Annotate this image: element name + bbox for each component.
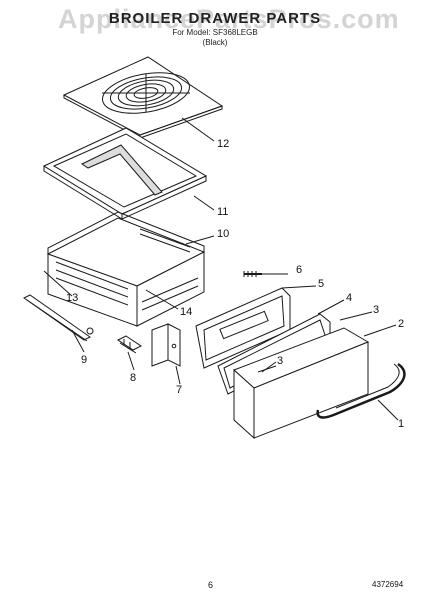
leader-lines [43, 117, 399, 421]
watermark: AppliancePartsPros.com [58, 4, 400, 34]
mounting-bracket [151, 323, 181, 367]
page-number: 6 [208, 580, 214, 590]
inner-frame-panel [195, 287, 291, 369]
broiler-pan-grid [62, 56, 224, 139]
diagram-subnote: (Black) [202, 38, 228, 47]
callout-1: 1 [398, 418, 405, 430]
broiler-pan [42, 127, 208, 220]
callout-6: 6 [296, 264, 303, 276]
callout-13: 13 [66, 292, 79, 304]
drawer-body [46, 211, 206, 327]
screw [243, 271, 262, 277]
drawer-slide-rail [23, 294, 94, 342]
callout-5: 5 [318, 278, 325, 290]
callout-3-right: 3 [373, 304, 380, 316]
document-number: 4372694 [372, 580, 404, 589]
callout-2: 2 [398, 318, 405, 330]
diagram-subtitle: For Model: SF368LEGB [172, 28, 258, 37]
callout-10: 10 [217, 228, 230, 240]
callout-12: 12 [217, 138, 230, 150]
drawer-handle [316, 362, 406, 419]
callout-9: 9 [81, 354, 88, 366]
callout-3-left: 3 [277, 355, 284, 367]
outer-door-panel [233, 327, 370, 440]
callout-4: 4 [346, 292, 353, 304]
diagram-title: BROILER DRAWER PARTS [108, 10, 322, 27]
callout-14: 14 [180, 306, 193, 318]
callout-8: 8 [130, 372, 137, 384]
drawer-bracket [117, 335, 142, 354]
callout-11: 11 [217, 206, 229, 218]
callout-7: 7 [176, 384, 183, 396]
